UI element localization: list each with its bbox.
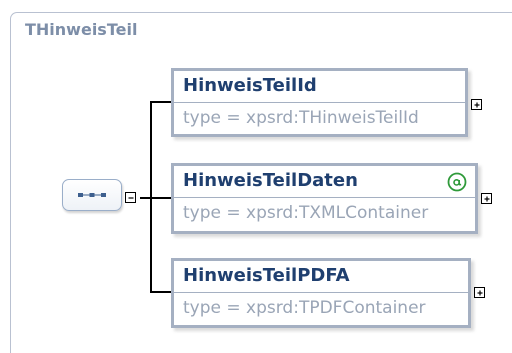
sequence-compositor[interactable] bbox=[62, 179, 122, 211]
element-name: HinweisTeilId bbox=[174, 71, 465, 103]
connector-trunk bbox=[150, 101, 152, 292]
connector-branch-3 bbox=[150, 291, 171, 293]
connector-branch-2 bbox=[150, 197, 171, 199]
element-name: HinweisTeilPDFA bbox=[174, 261, 468, 293]
element-type: type = xpsrd:THinweisTeilId bbox=[183, 108, 419, 128]
element-type: type = xpsrd:TPDFContainer bbox=[183, 298, 426, 318]
element-expand-toggle[interactable] bbox=[471, 99, 482, 110]
attribute-at-icon bbox=[447, 172, 467, 192]
element-expand-toggle[interactable] bbox=[474, 287, 485, 298]
connector-sequence-to-trunk bbox=[140, 197, 151, 199]
complex-type-title: THinweisTeil bbox=[25, 20, 138, 39]
sequence-collapse-toggle[interactable] bbox=[125, 192, 136, 203]
element-hinweisteildaten[interactable]: HinweisTeilDaten type = xpsrd:TXMLContai… bbox=[171, 163, 478, 234]
element-name: HinweisTeilDaten bbox=[174, 166, 475, 198]
sequence-compositor-icon bbox=[78, 193, 106, 197]
minus-icon bbox=[128, 197, 134, 199]
element-hinweisteilpdfa[interactable]: HinweisTeilPDFA type = xpsrd:TPDFContain… bbox=[171, 258, 471, 328]
connector-branch-1 bbox=[150, 101, 171, 103]
element-type: type = xpsrd:TXMLContainer bbox=[183, 203, 429, 223]
plus-icon bbox=[484, 196, 490, 202]
element-hinweisteilid[interactable]: HinweisTeilId type = xpsrd:THinweisTeilI… bbox=[171, 68, 468, 137]
plus-icon bbox=[477, 290, 483, 296]
plus-icon bbox=[474, 102, 480, 108]
element-expand-toggle[interactable] bbox=[481, 193, 492, 204]
